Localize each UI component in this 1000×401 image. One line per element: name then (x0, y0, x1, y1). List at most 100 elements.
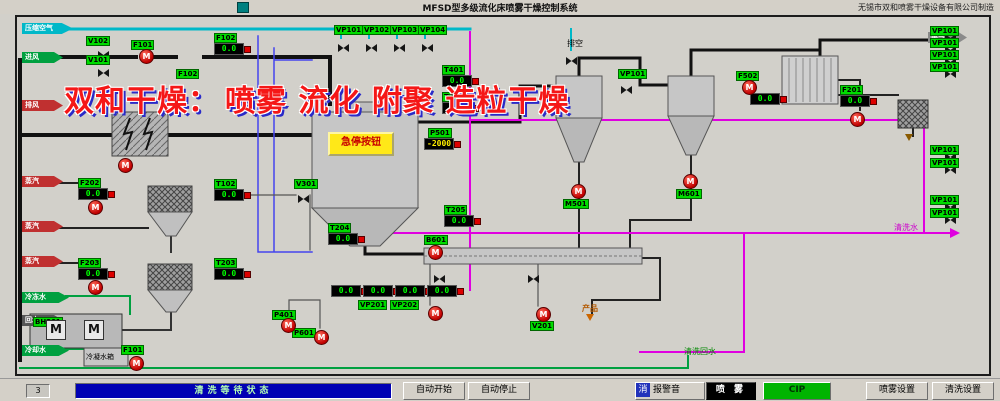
value-display: 0.0 (442, 75, 479, 87)
auto-stop-button[interactable]: 自动停止 (468, 382, 530, 400)
note-label: 冷凝水箱 (86, 353, 114, 361)
page-title: MFSD型多级流化床喷雾干燥控制系统 (422, 4, 578, 14)
agitator-icon: M (46, 320, 66, 340)
mute-alarm-button[interactable]: 消报警音 (635, 382, 705, 400)
pump-icon[interactable]: M (139, 49, 154, 64)
instrument-tag: VP101 (930, 208, 960, 218)
value-display: 0.0 (78, 268, 115, 280)
source-flag: 压缩空气 (22, 23, 73, 34)
cip-button[interactable]: CIP (763, 382, 831, 400)
instrument-tag: T401 (442, 65, 466, 75)
instrument-tag: VP102 (362, 25, 392, 35)
auto-start-button[interactable]: 自动开始 (403, 382, 465, 400)
instrument-tag: B601 (424, 235, 448, 245)
flow-arrow-down-icon (905, 134, 913, 141)
agitator-icon: M (84, 320, 104, 340)
pump-icon[interactable]: M (683, 174, 698, 189)
instrument-tag: T203 (214, 258, 238, 268)
cycle-counter: 3 (26, 384, 50, 398)
pump-icon[interactable]: M (88, 280, 103, 295)
clean-settings-button[interactable]: 清洗设置 (932, 382, 994, 400)
valve-icon[interactable] (298, 188, 309, 203)
valve-icon[interactable] (621, 79, 632, 94)
source-flag: 进风 (22, 52, 63, 63)
valve-icon[interactable] (945, 63, 956, 78)
cyclone-2 (667, 75, 715, 156)
mute-icon: 消 (636, 383, 650, 397)
instrument-tag: M501 (563, 199, 589, 209)
value-display: 0.0 (78, 188, 115, 200)
pump-icon[interactable]: M (129, 356, 144, 371)
title-marker (237, 2, 249, 13)
valve-icon[interactable] (366, 37, 377, 52)
value-display: 0.0 (214, 268, 251, 280)
valve-icon[interactable] (528, 268, 539, 283)
exhaust-filter (897, 99, 929, 129)
control-bar: 3 清洗等待状态 自动开始 自动停止 消报警音 喷 雾 CIP 喷雾设置 清洗设… (0, 378, 1000, 401)
instrument-tag: V101 (86, 55, 111, 65)
valve-icon[interactable] (338, 37, 349, 52)
title-bar: MFSD型多级流化床喷雾干燥控制系统 无锡市双和喷雾干燥设备有限公司制造 (0, 0, 1000, 14)
pump-icon[interactable]: M (536, 307, 551, 322)
spray-button[interactable]: 喷 雾 (706, 382, 756, 400)
instrument-tag: P501 (428, 128, 452, 138)
spray-settings-button[interactable]: 喷雾设置 (866, 382, 928, 400)
source-flag: 排风 (22, 100, 63, 111)
instrument-tag: VP101 (334, 25, 364, 35)
cyclone-1 (555, 75, 603, 163)
note-label: 清洗水 (894, 223, 918, 232)
pump-icon[interactable]: M (88, 200, 103, 215)
valve-icon[interactable] (434, 268, 445, 283)
spray-dryer-vessel (310, 101, 420, 247)
valve-icon[interactable] (566, 50, 577, 65)
value-display: 0.0 (331, 285, 368, 297)
note-label: 排空 (567, 39, 583, 48)
diagram-frame (15, 15, 991, 376)
source-flag: 蒸汽 (22, 256, 63, 267)
source-flag: 冷却水 (22, 345, 69, 356)
instrument-tag: T204 (328, 223, 352, 233)
valve-icon[interactable] (945, 209, 956, 224)
value-display: 0.0 (363, 285, 400, 297)
instrument-tag: V102 (86, 36, 111, 46)
instrument-tag: P601 (292, 328, 316, 338)
value-display: 0.0 (328, 233, 365, 245)
separator-1 (147, 185, 193, 237)
value-display: 0.0 (395, 285, 432, 297)
instrument-tag: F101 (131, 40, 155, 50)
pump-icon[interactable]: M (850, 112, 865, 127)
value-display: 0.0 (214, 189, 251, 201)
instrument-tag: VP101 (618, 69, 648, 79)
pump-icon[interactable]: M (428, 306, 443, 321)
emergency-stop-button[interactable]: 急停按钮 (328, 132, 394, 156)
pump-icon[interactable]: M (742, 80, 757, 95)
instrument-tag: F102 (214, 33, 238, 43)
instrument-tag: F101 (121, 345, 145, 355)
instrument-tag: F202 (78, 178, 102, 188)
instrument-tag: T102 (214, 179, 238, 189)
valve-icon[interactable] (422, 37, 433, 52)
instrument-tag: T205 (444, 205, 468, 215)
pump-icon[interactable]: M (281, 318, 296, 333)
valve-icon[interactable] (98, 62, 109, 77)
instrument-tag: M601 (676, 189, 702, 199)
pump-icon[interactable]: M (118, 158, 133, 173)
company-name: 无锡市双和喷雾干燥设备有限公司制造 (858, 3, 994, 12)
value-display: 0.0 (750, 93, 787, 105)
pump-icon[interactable]: M (571, 184, 586, 199)
note-label: 清洗回水 (684, 347, 716, 356)
pump-icon[interactable]: M (314, 330, 329, 345)
instrument-tag: VP101 (930, 62, 960, 72)
fluid-bed (423, 247, 643, 265)
valve-icon[interactable] (394, 37, 405, 52)
pump-icon[interactable]: M (428, 245, 443, 260)
value-display: 0.0 (214, 43, 251, 55)
instrument-tag: VP101 (930, 158, 960, 168)
instrument-tag: F102 (176, 69, 200, 79)
valve-icon[interactable] (945, 159, 956, 174)
value-display: 0.0 (442, 102, 479, 114)
source-flag: 冷冻水 (22, 292, 69, 303)
